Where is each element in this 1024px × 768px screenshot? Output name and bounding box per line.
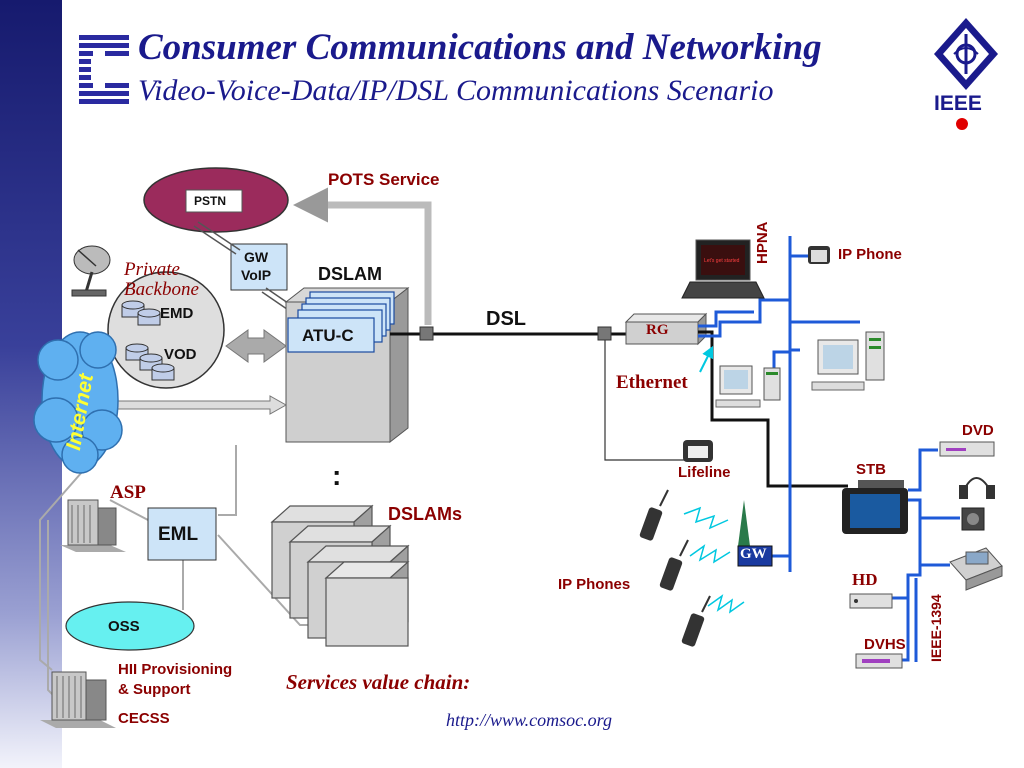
private-backbone-line2: Backbone (124, 279, 199, 300)
dslams-stack (270, 504, 410, 647)
cecss-label: CECSS (118, 710, 170, 727)
title-rule-dot (956, 118, 968, 130)
rg-stb-line (698, 330, 848, 488)
eml-box (147, 507, 217, 561)
atu-c-label: ATU-C (302, 326, 354, 345)
gw-label: GW (740, 546, 767, 562)
hpna-pc-icon (811, 331, 885, 391)
internet-dslam-arrow (98, 395, 288, 415)
atuc-card-stack (287, 291, 395, 353)
backbone-dslam-arrow (225, 329, 287, 363)
vod-label: VOD (164, 346, 197, 363)
cecss-building-icon (40, 671, 116, 728)
dsl-splitter-right (597, 326, 612, 341)
ieee-logo-icon (934, 18, 998, 90)
ethernet-arrow (699, 345, 714, 373)
headphones-icon (959, 477, 995, 499)
laptop-icon (681, 239, 765, 299)
oss-label: OSS (108, 618, 140, 635)
value-chain-label: Services value chain: (286, 670, 471, 694)
mobile-phone-icon-3 (681, 595, 711, 647)
rg-box (624, 312, 708, 346)
laptop-screen-text: Let's get started (704, 258, 740, 264)
comsoc-logo (77, 33, 131, 111)
pots-service-label: POTS Service (328, 170, 440, 189)
hii-line2: & Support (118, 681, 191, 698)
private-backbone-line1: Private (124, 259, 180, 280)
dvhs-label: DVHS (864, 636, 906, 653)
lifeline-phone-icon (683, 440, 713, 462)
stb-tv-icon (842, 480, 908, 534)
printer-icon (949, 547, 1003, 591)
hpna-label: HPNA (754, 221, 771, 264)
ethernet-pc-icon (715, 365, 781, 408)
satellite-dish-icon (71, 245, 111, 297)
lifeline-line (604, 340, 690, 461)
pstn-box (185, 189, 243, 213)
wireless-signal (683, 506, 745, 614)
hd-label: HD (852, 570, 878, 589)
mobile-phone-icon-2 (659, 539, 689, 591)
pstn-label: PSTN (194, 194, 227, 208)
hd-device-icon (849, 593, 893, 609)
gw-box (737, 545, 773, 567)
emd-database-icon (121, 300, 161, 326)
ip-phone-label: IP Phone (838, 246, 902, 263)
dsl-label: DSL (486, 308, 526, 330)
dslams-label: DSLAMs (388, 504, 463, 524)
gw-voip-label-line1: GW (243, 249, 269, 265)
ip-phones-label: IP Phones (558, 576, 631, 593)
dslams-dots: : (332, 460, 342, 491)
vod-database-icon (125, 343, 175, 381)
dvd-player-icon (939, 441, 995, 457)
asp-building-icon (60, 499, 126, 552)
mobile-phone-icon (639, 489, 669, 541)
hpna-bus (698, 236, 860, 572)
eml-label: EML (158, 524, 199, 545)
gw-voip-box (230, 243, 288, 291)
lifeline-label: Lifeline (678, 464, 731, 481)
stb-label: STB (856, 461, 886, 478)
pots-service-arrow (293, 187, 432, 325)
internet-cloud (33, 331, 123, 474)
gw-voip-label: GW VoIP (241, 248, 271, 284)
dvhs-device-icon (855, 653, 903, 669)
private-backbone-label: Private Backbone (124, 260, 199, 300)
dsl-splitter-left (419, 326, 434, 341)
rg-label: RG (646, 322, 669, 338)
dvd-label: DVD (962, 422, 994, 439)
comsoc-url-link[interactable]: http://www.comsoc.org (446, 710, 612, 730)
hii-provisioning-label: HII Provisioning & Support (118, 660, 232, 700)
emd-label: EMD (160, 305, 194, 322)
ip-phone-icon (808, 246, 830, 264)
ethernet-label: Ethernet (616, 372, 688, 393)
ieee1394-bus (892, 448, 960, 662)
gw-voip-label-line2: VoIP (241, 267, 272, 283)
page-title: Consumer Communications and Networking (138, 27, 822, 68)
asp-label: ASP (110, 482, 146, 503)
gw-antenna-icon (738, 500, 750, 546)
oss-ellipse (65, 601, 195, 651)
ieee1394-label: IEEE-1394 (928, 594, 944, 662)
speaker-icon (961, 507, 985, 531)
ieee-label: IEEE (934, 92, 982, 115)
dslam-label: DSLAM (318, 264, 382, 284)
pstn-gw-link (193, 221, 241, 255)
page-subtitle: Video-Voice-Data/IP/DSL Communications S… (138, 74, 774, 107)
hii-line1: HII Provisioning (118, 661, 233, 678)
